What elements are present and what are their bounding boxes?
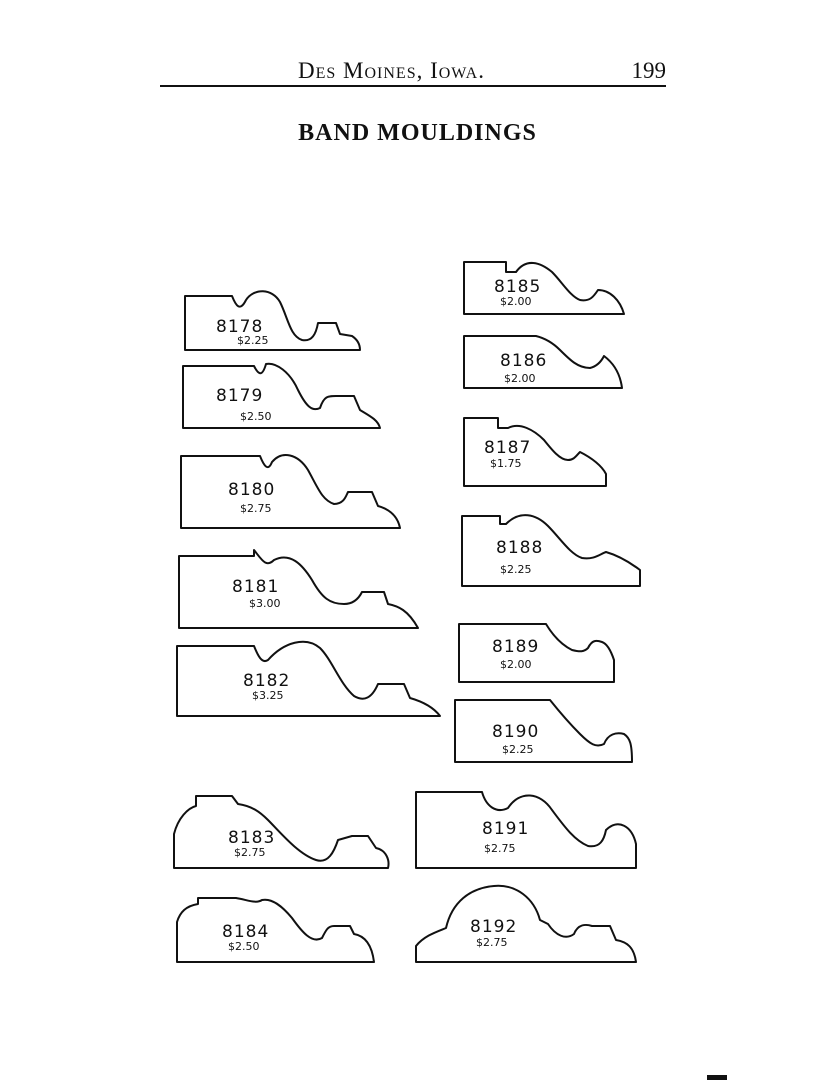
moulding-price-8183: $2.75 <box>234 846 266 859</box>
moulding-price-8189: $2.00 <box>500 658 532 671</box>
moulding-price-8182: $3.25 <box>252 689 284 702</box>
moulding-number-8182: 8182 <box>243 671 290 691</box>
moulding-8184: 8184 $2.50 <box>176 897 375 963</box>
moulding-price-8181: $3.00 <box>249 597 281 610</box>
moulding-number-8185: 8185 <box>494 277 541 297</box>
moulding-price-8180: $2.75 <box>240 502 272 515</box>
moulding-8179: 8179 $2.50 <box>182 362 381 429</box>
moulding-price-8187: $1.75 <box>490 457 522 470</box>
moulding-number-8183: 8183 <box>228 828 275 848</box>
moulding-number-8186: 8186 <box>500 351 547 371</box>
profile-8186 <box>463 335 623 389</box>
moulding-price-8178: $2.25 <box>237 334 269 347</box>
profile-8181 <box>178 549 419 629</box>
profile-8189 <box>458 623 615 683</box>
moulding-price-8190: $2.25 <box>502 743 534 756</box>
moulding-8190: 8190 $2.25 <box>454 699 633 763</box>
moulding-price-8186: $2.00 <box>504 372 536 385</box>
moulding-price-8192: $2.75 <box>476 936 508 949</box>
profile-8184 <box>176 897 375 963</box>
profile-8182 <box>176 640 441 717</box>
moulding-price-8185: $2.00 <box>500 295 532 308</box>
profile-8188 <box>461 514 641 587</box>
profile-8190 <box>454 699 633 763</box>
moulding-8182: 8182 $3.25 <box>176 640 441 717</box>
moulding-price-8191: $2.75 <box>484 842 516 855</box>
header-rule <box>160 85 666 87</box>
profile-8183 <box>173 795 390 869</box>
moulding-8189: 8189 $2.00 <box>458 623 615 683</box>
profile-8178 <box>184 290 361 351</box>
moulding-8192: 8192 $2.75 <box>415 884 637 963</box>
moulding-8188: 8188 $2.25 <box>461 514 641 587</box>
moulding-8191: 8191 $2.75 <box>415 791 637 869</box>
moulding-number-8184: 8184 <box>222 922 269 942</box>
running-head-place: Des Moines, Iowa. <box>298 58 485 83</box>
moulding-number-8179: 8179 <box>216 386 263 406</box>
moulding-number-8192: 8192 <box>470 917 517 937</box>
moulding-number-8188: 8188 <box>496 538 543 558</box>
profile-8179 <box>182 362 381 429</box>
running-head: Des Moines, Iowa. 199 <box>160 58 666 86</box>
profile-8191 <box>415 791 637 869</box>
moulding-number-8191: 8191 <box>482 819 529 839</box>
moulding-number-8178: 8178 <box>216 317 263 337</box>
moulding-number-8181: 8181 <box>232 577 279 597</box>
moulding-8186: 8186 $2.00 <box>463 335 623 389</box>
profile-8187 <box>463 417 607 487</box>
moulding-8178: 8178 $2.25 <box>184 290 361 351</box>
moulding-8183: 8183 $2.75 <box>173 795 390 869</box>
moulding-number-8180: 8180 <box>228 480 275 500</box>
moulding-number-8189: 8189 <box>492 637 539 657</box>
moulding-number-8187: 8187 <box>484 438 531 458</box>
moulding-price-8188: $2.25 <box>500 563 532 576</box>
moulding-8181: 8181 $3.00 <box>178 549 419 629</box>
moulding-number-8190: 8190 <box>492 722 539 742</box>
profile-8192 <box>415 884 637 963</box>
scan-mark <box>707 1075 727 1080</box>
moulding-price-8179: $2.50 <box>240 410 272 423</box>
page-number: 199 <box>631 58 667 83</box>
moulding-8187: 8187 $1.75 <box>463 417 607 487</box>
profile-8180 <box>180 454 401 529</box>
moulding-8185: 8185 $2.00 <box>463 261 625 315</box>
profile-8185 <box>463 261 625 315</box>
moulding-8180: 8180 $2.75 <box>180 454 401 529</box>
page-title: BAND MOULDINGS <box>298 120 537 146</box>
moulding-price-8184: $2.50 <box>228 940 260 953</box>
